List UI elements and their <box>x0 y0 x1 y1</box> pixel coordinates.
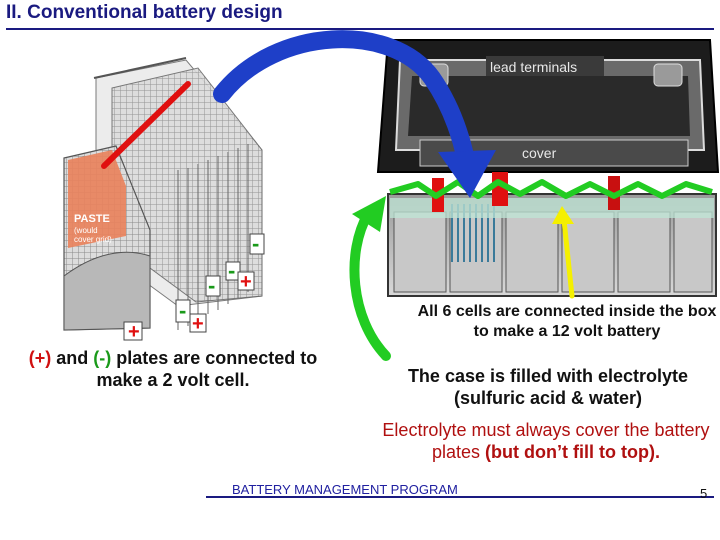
plus-sign: + <box>240 271 252 293</box>
cells-caption: All 6 cells are connected inside the box… <box>417 303 717 340</box>
green-curved-arrow <box>349 209 391 361</box>
positive-connector-bar <box>101 81 191 169</box>
lead-terminals-label: lead terminals <box>490 59 577 75</box>
cell-connector-wire <box>389 179 713 199</box>
negative-marker: (-) <box>93 348 112 368</box>
paste-sub-label-1: (would <box>74 226 98 235</box>
paste-label: PASTE <box>74 213 110 225</box>
blue-curved-arrow <box>213 30 475 169</box>
plates-caption-text: plates are connected to make a 2 volt ce… <box>96 348 318 390</box>
caption-connector: and <box>51 348 94 368</box>
plate-stack: PASTE (would cover grid) <box>63 57 263 331</box>
page-number: 5 <box>700 486 708 501</box>
blue-arrow-head <box>438 150 496 198</box>
minus-sign: - <box>228 258 235 283</box>
battery-case: cover lead terminals <box>376 39 720 297</box>
positive-marker: (+) <box>28 348 52 368</box>
footer-divider <box>206 496 714 498</box>
plus-sign: + <box>128 321 140 343</box>
plate-signs: + - + - - + - <box>123 231 265 343</box>
case-caption: The case is filled with electrolyte (sul… <box>407 366 689 408</box>
plus-sign: + <box>192 313 204 335</box>
electrolyte-caption: Electrolyte must always cover the batter… <box>376 420 716 464</box>
cover-label: cover <box>522 145 557 161</box>
electrolyte-warning: (but don’t fill to top). <box>485 441 660 462</box>
green-arrow-head <box>352 196 386 232</box>
yellow-arrow-head <box>552 206 574 224</box>
minus-sign: - <box>208 273 215 298</box>
minus-sign: - <box>252 231 259 256</box>
title-divider <box>6 28 714 30</box>
yellow-arrow-shaft <box>561 217 575 299</box>
footer-program-name: BATTERY MANAGEMENT PROGRAM <box>232 482 458 497</box>
paste-sub-label-2: cover grid) <box>74 235 112 244</box>
plates-caption: (+) and (-) plates are connected to make… <box>18 348 328 392</box>
minus-sign: - <box>179 298 186 323</box>
electrolyte-caption-text: Electrolyte must always cover the batter… <box>382 420 710 462</box>
page-title: II. Conventional battery design <box>6 2 283 23</box>
